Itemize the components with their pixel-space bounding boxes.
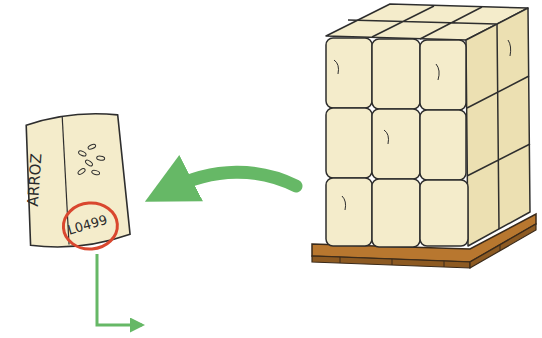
sack-stack <box>326 4 530 247</box>
rice-grain <box>96 156 104 161</box>
flow-arrow <box>168 172 296 190</box>
highlight-circle <box>62 201 119 251</box>
rice-grain <box>78 150 87 157</box>
lot-code: L0499 <box>66 212 109 238</box>
rice-grain <box>77 168 86 176</box>
product-name: ARROZ <box>24 153 46 207</box>
lot-code-circle: L0499 <box>62 201 119 251</box>
product-sack: ARROZ L0499 <box>17 104 133 251</box>
rice-grain <box>85 159 94 167</box>
rice-grain <box>87 143 96 150</box>
rice-sack <box>22 111 131 249</box>
rice-grain <box>91 170 100 176</box>
leader-arrow <box>97 254 142 325</box>
